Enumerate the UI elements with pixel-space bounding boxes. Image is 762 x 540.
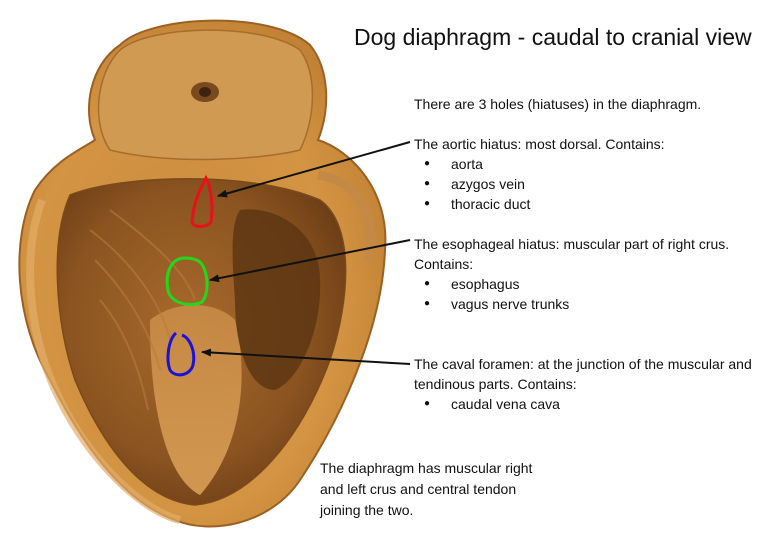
- aortic-hiatus-heading: The aortic hiatus: most dorsal. Contains…: [414, 136, 665, 152]
- slide-title: Dog diaphragm - caudal to cranial view: [354, 24, 752, 50]
- caval-foramen-contents: caudal vena cava: [414, 394, 759, 414]
- list-item: vagus nerve trunks: [414, 294, 759, 314]
- caval-foramen-block: The caval foramen: at the junction of th…: [414, 354, 759, 414]
- caval-foramen-arrow: [201, 348, 411, 365]
- aortic-hiatus-outline: [190, 174, 214, 228]
- summary-line: The diaphragm has muscular right and lef…: [320, 460, 533, 518]
- list-item: azygos vein: [414, 174, 759, 194]
- intro-text: There are 3 holes (hiatuses) in the diap…: [414, 94, 701, 114]
- intro-line: There are 3 holes (hiatuses) in the diap…: [414, 96, 702, 112]
- esophageal-hiatus-outline: [165, 256, 209, 306]
- esophageal-hiatus-contents: esophagus vagus nerve trunks: [414, 274, 759, 314]
- caval-foramen-outline: [166, 331, 196, 377]
- list-item: esophagus: [414, 274, 759, 294]
- caval-foramen-heading: The caval foramen: at the junction of th…: [414, 356, 752, 392]
- aortic-hiatus-arrow: [217, 141, 411, 198]
- aortic-hiatus-contents: aorta azygos vein thoracic duct: [414, 154, 759, 214]
- esophageal-hiatus-block: The esophageal hiatus: muscular part of …: [414, 234, 759, 314]
- esophageal-hiatus-heading: The esophageal hiatus: muscular part of …: [414, 236, 730, 272]
- esophageal-hiatus-arrow: [209, 239, 411, 283]
- list-item: thoracic duct: [414, 194, 759, 214]
- list-item: caudal vena cava: [414, 394, 759, 414]
- aortic-hiatus-block: The aortic hiatus: most dorsal. Contains…: [414, 134, 759, 214]
- summary-text: The diaphragm has muscular right and lef…: [320, 458, 535, 521]
- list-item: aorta: [414, 154, 759, 174]
